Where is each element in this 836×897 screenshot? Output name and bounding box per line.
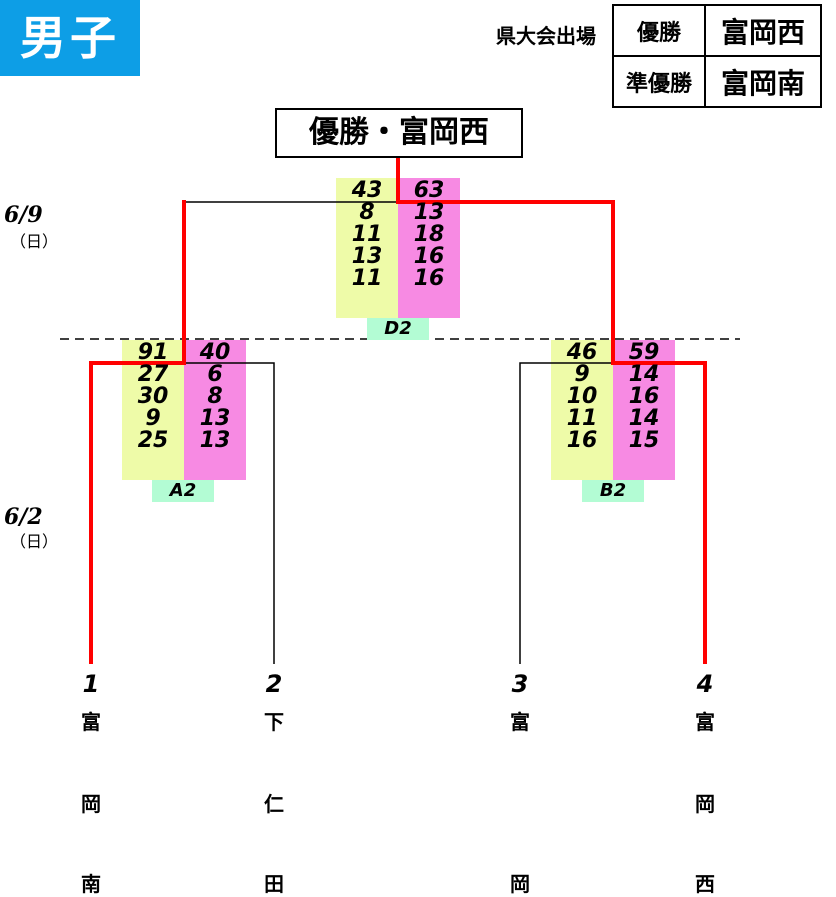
result-row-label: 優勝 [612,4,706,57]
team-1-name-char: 富 [81,710,101,734]
score: 16 [413,244,445,269]
a2-left-scores: 91 27 30 9 25 [122,342,184,452]
result-table: 優勝 富岡西 準優勝 富岡南 [612,4,822,108]
round-2-date: 6/9 [4,202,43,228]
bracket-line-team-3 [519,362,613,664]
score: 8 [207,384,223,409]
score: 9 [145,406,161,431]
prefectural-qualifier-label: 県大会出場 [496,24,596,48]
team-2-name-char: 田 [264,872,284,896]
round-1-day: （日） [10,532,59,551]
score: 25 [137,428,169,453]
score: 43 [351,178,383,203]
score: 30 [137,384,169,409]
d2-right-scores: 63 13 18 16 16 [398,180,460,290]
team-seed-1: 1 [82,670,100,698]
result-row: 優勝 富岡西 [612,4,822,57]
score: 6 [207,362,223,387]
team-1-name-char: 岡 [81,792,101,816]
score: 15 [628,428,660,453]
score: 63 [413,178,445,203]
team-2-name-char: 仁 [264,792,284,816]
team-3-name-char: 岡 [510,872,530,896]
score: 11 [566,406,598,431]
team-4-name-char: 西 [695,872,715,896]
score: 91 [137,340,169,365]
score: 13 [413,200,445,225]
score: 11 [351,266,383,291]
result-row: 準優勝 富岡南 [612,55,822,108]
score: 16 [413,266,445,291]
score: 59 [628,340,660,365]
score: 14 [628,362,660,387]
bracket-line-team-2 [184,362,275,664]
match-label-d2: D2 [367,318,429,340]
match-label-a2: A2 [152,480,214,502]
team-4-name-char: 富 [695,710,715,734]
winner-line-team-1 [89,200,186,664]
score: 11 [351,222,383,247]
score: 27 [137,362,169,387]
score: 40 [199,340,231,365]
round-1-date: 6/2 [4,504,43,530]
score: 16 [628,384,660,409]
team-seed-3: 3 [511,670,529,698]
score: 9 [574,362,590,387]
result-row-value: 富岡南 [704,55,822,108]
team-seed-4: 4 [696,670,714,698]
team-4-name-char: 岡 [695,792,715,816]
match-label-b2: B2 [582,480,644,502]
round-2-day: （日） [10,232,59,251]
a2-right-scores: 40 6 8 13 13 [184,342,246,452]
score: 46 [566,340,598,365]
winner-line-team-4 [396,156,707,664]
team-seed-2: 2 [265,670,283,698]
result-row-value: 富岡西 [704,4,822,57]
score: 14 [628,406,660,431]
champion-box: 優勝・富岡西 [275,108,523,158]
score: 13 [351,244,383,269]
team-3-name-char: 富 [510,710,530,734]
score: 13 [199,406,231,431]
score: 18 [413,222,445,247]
result-row-label: 準優勝 [612,55,706,108]
score: 16 [566,428,598,453]
b2-right-scores: 59 14 16 14 15 [613,342,675,452]
score: 8 [359,200,375,225]
team-1-name-char: 南 [81,872,101,896]
d2-left-scores: 43 8 11 13 11 [336,180,398,290]
team-2-name-char: 下 [264,710,284,734]
score: 13 [199,428,231,453]
score: 10 [566,384,598,409]
b2-left-scores: 46 9 10 11 16 [551,342,613,452]
section-title-badge: 男子 [0,0,140,76]
